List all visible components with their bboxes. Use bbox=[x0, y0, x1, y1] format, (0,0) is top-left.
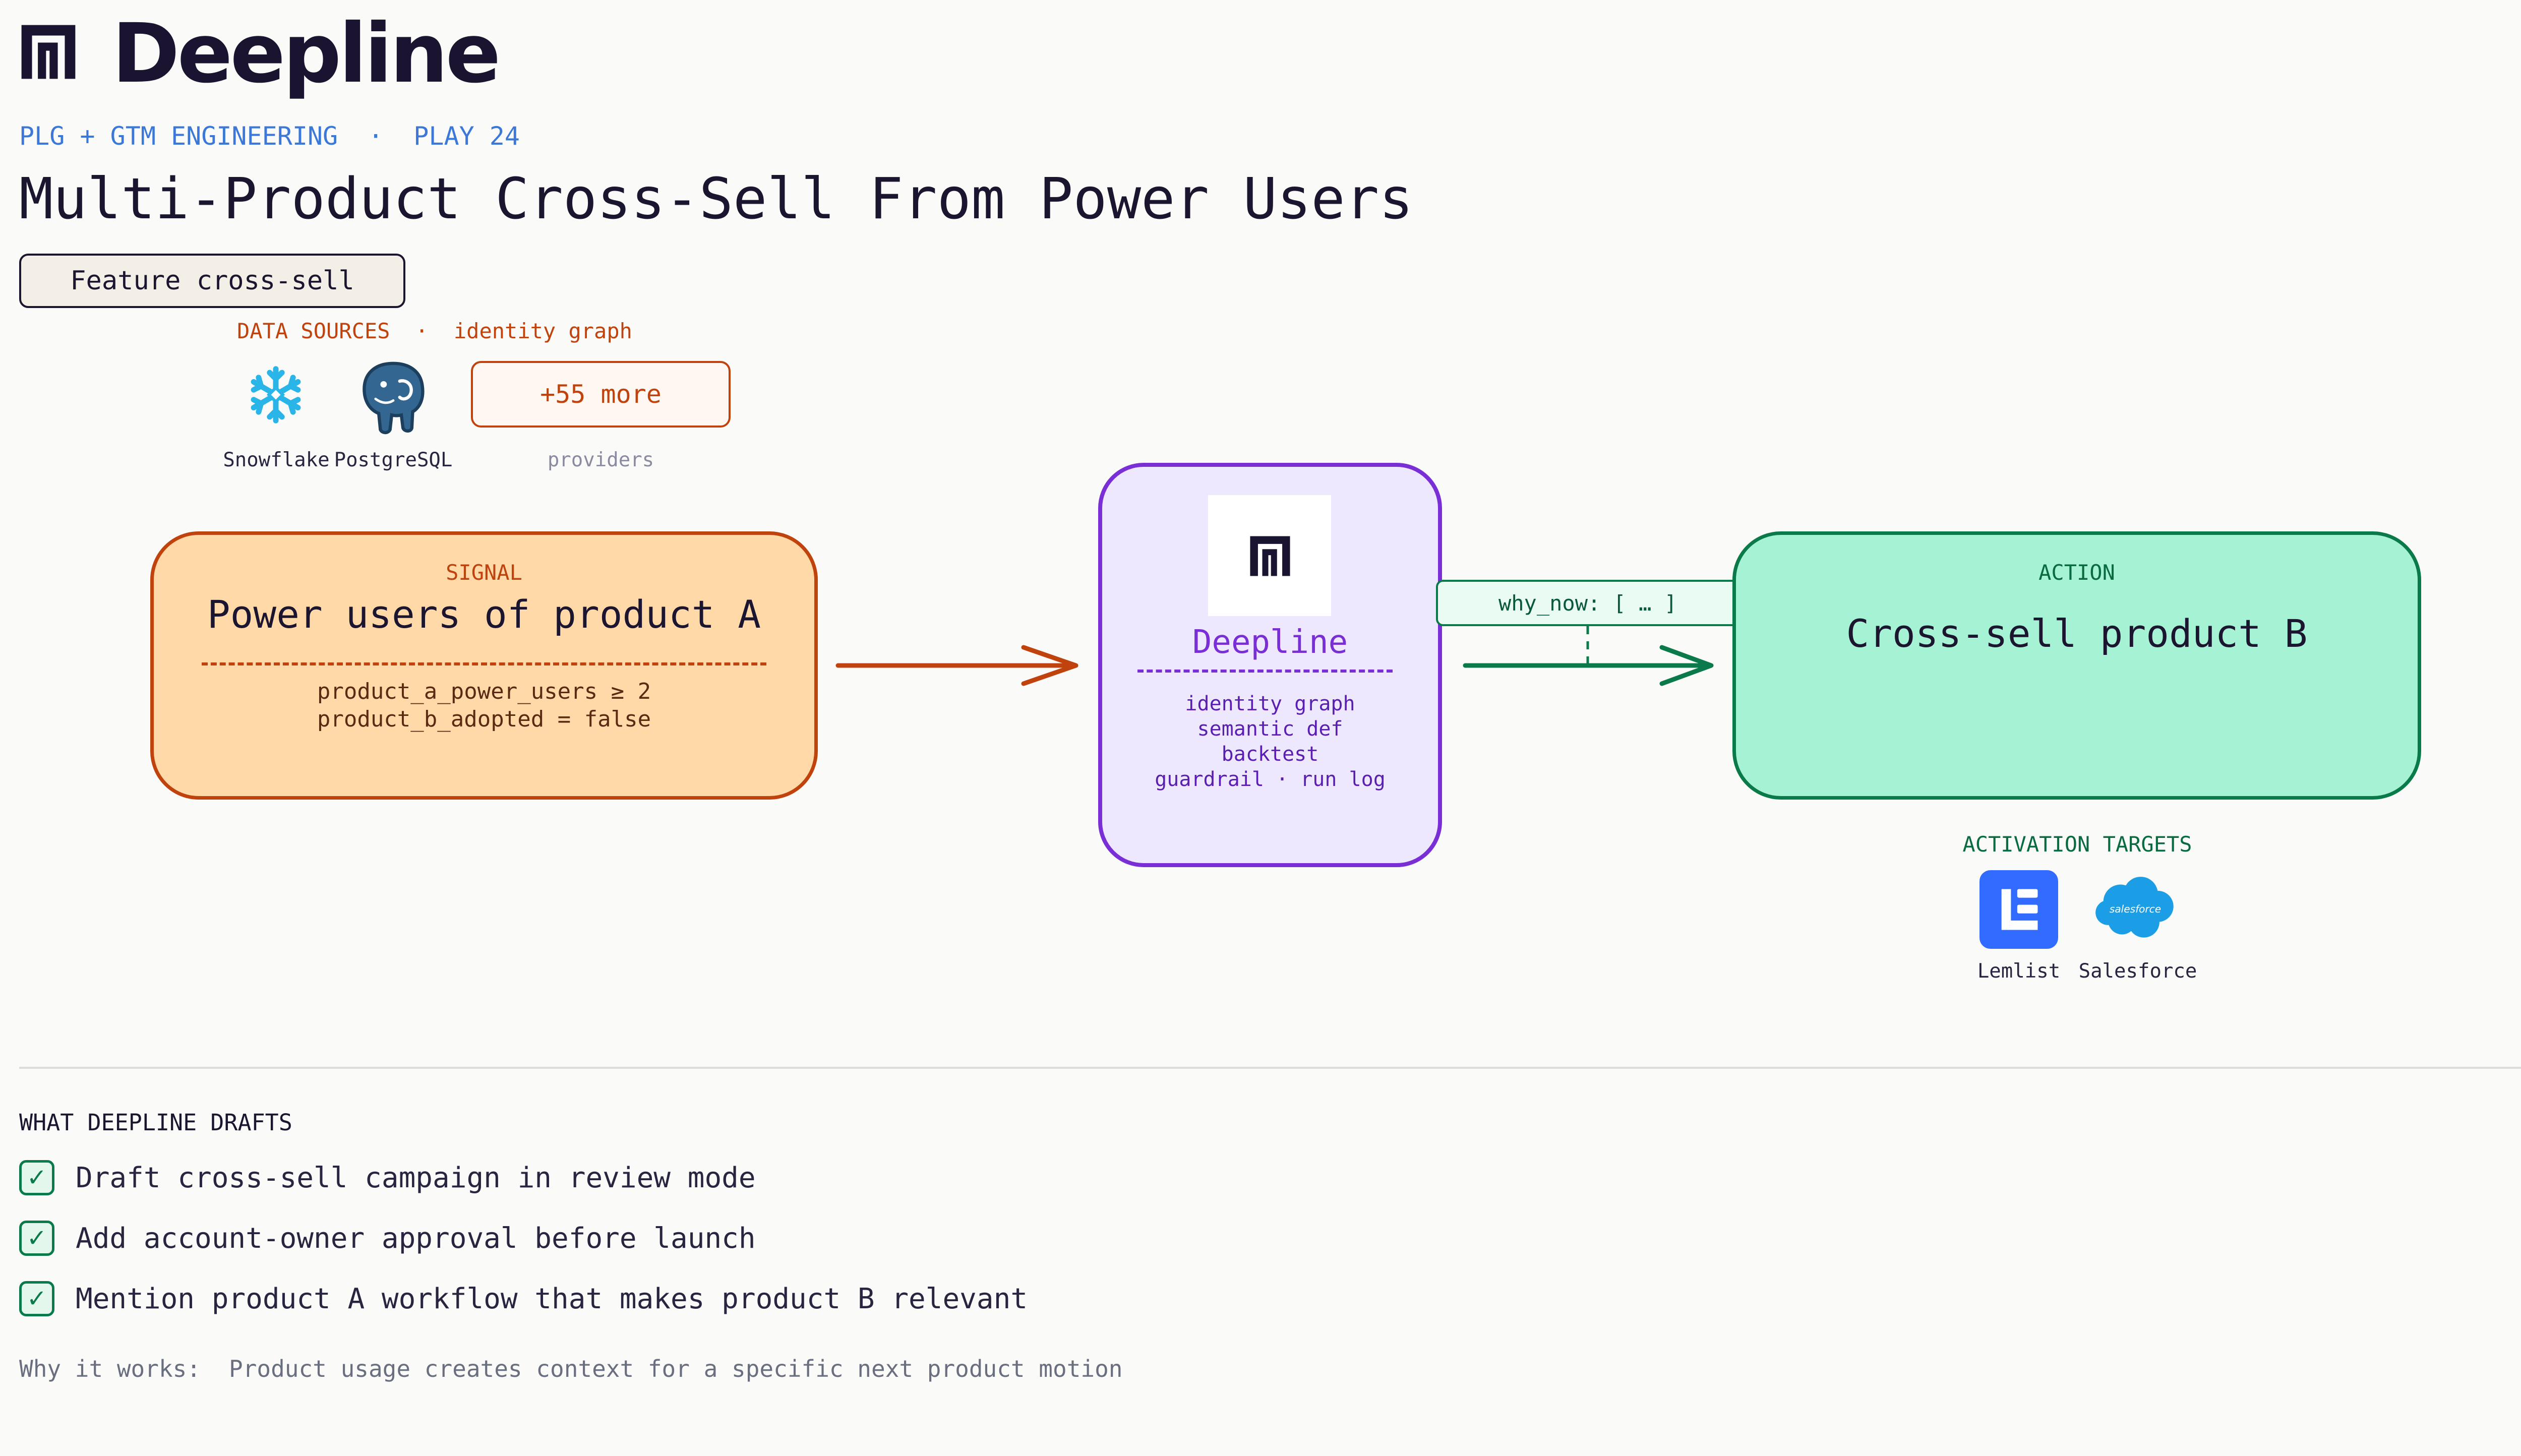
salesforce-caption: Salesforce bbox=[2078, 960, 2197, 983]
why-it-works-note: Why it works: Product usage creates conte… bbox=[19, 1355, 1122, 1383]
data-sources-title: DATA SOURCES bbox=[237, 319, 390, 343]
draft-item: ✓ Draft cross-sell campaign in review mo… bbox=[19, 1158, 756, 1198]
signal-condition: product_a_power_users ≥ 2 bbox=[317, 679, 651, 704]
checkbox-checked-icon[interactable]: ✓ bbox=[19, 1281, 54, 1316]
capability-item: identity graph bbox=[1185, 692, 1355, 715]
deepline-node-title: Deepline bbox=[1192, 624, 1348, 661]
postgresql-caption: PostgreSQL bbox=[334, 449, 453, 471]
signal-to-deepline-arrow bbox=[835, 645, 1078, 686]
deepline-logo-tile bbox=[1208, 495, 1331, 616]
capability-item: semantic def bbox=[1197, 717, 1343, 741]
deepline-logo-icon bbox=[1250, 536, 1290, 576]
page-title: Multi-Product Cross-Sell From Power User… bbox=[19, 166, 1413, 232]
draft-item-text: Draft cross-sell campaign in review mode bbox=[76, 1161, 756, 1194]
lemlist-icon[interactable] bbox=[1979, 870, 2058, 949]
section-divider bbox=[19, 1067, 2521, 1069]
snowflake-icon bbox=[251, 366, 301, 423]
signal-title: Power users of product A bbox=[207, 592, 761, 637]
drafts-section-label: WHAT DEEPLINE DRAFTS bbox=[19, 1109, 292, 1136]
deepline-engine-node[interactable]: Deepline identity graph semantic def bac… bbox=[1098, 463, 1442, 867]
activation-targets-label: ACTIVATION TARGETS bbox=[1962, 832, 2192, 857]
eyebrow-category: PLG + GTM ENGINEERING bbox=[19, 122, 338, 151]
action-tag: ACTION bbox=[2038, 560, 2115, 585]
checkbox-checked-icon[interactable]: ✓ bbox=[19, 1160, 54, 1195]
why-it-works-text: Product usage creates context for a spec… bbox=[229, 1355, 1123, 1382]
lemlist-caption: Lemlist bbox=[1977, 960, 2061, 983]
deepline-divider bbox=[1137, 670, 1393, 673]
draft-item-text: Add account-owner approval before launch bbox=[76, 1222, 756, 1255]
play-eyebrow: PLG + GTM ENGINEERING · PLAY 24 bbox=[19, 121, 520, 151]
signal-tag: SIGNAL bbox=[446, 560, 522, 585]
eyebrow-separator: · bbox=[368, 122, 384, 151]
draft-item: ✓ Add account-owner approval before laun… bbox=[19, 1218, 756, 1258]
providers-caption: providers bbox=[547, 449, 654, 471]
snowflake-caption: Snowflake bbox=[223, 449, 330, 471]
capability-item: backtest bbox=[1221, 743, 1319, 766]
deepline-logo-icon bbox=[21, 25, 76, 79]
eyebrow-play-number: PLAY 24 bbox=[413, 122, 520, 151]
data-sources-label: DATA SOURCES · identity graph bbox=[237, 319, 632, 344]
checkbox-checked-icon[interactable]: ✓ bbox=[19, 1221, 54, 1256]
salesforce-logo-text: salesforce bbox=[2110, 903, 2161, 915]
signal-divider bbox=[202, 662, 766, 665]
action-title: Cross-sell product B bbox=[1846, 611, 2308, 656]
data-sources-separator: · bbox=[415, 319, 429, 343]
postgresql-elephant-icon bbox=[363, 361, 425, 435]
brand-name: Deepline bbox=[112, 7, 501, 101]
action-node[interactable]: ACTION Cross-sell product B bbox=[1732, 531, 2421, 800]
signal-node[interactable]: SIGNAL Power users of product A product_… bbox=[150, 531, 818, 800]
data-sources-sublabel: identity graph bbox=[453, 319, 632, 343]
capability-item: guardrail · run log bbox=[1155, 768, 1386, 791]
why-now-tag[interactable]: why_now: [ … ] bbox=[1436, 580, 1739, 626]
salesforce-cloud-icon[interactable]: salesforce bbox=[2092, 870, 2178, 949]
draft-item: ✓ Mention product A workflow that makes … bbox=[19, 1279, 1028, 1319]
why-it-works-label: Why it works: bbox=[19, 1355, 201, 1382]
more-providers-button[interactable]: +55 more bbox=[471, 361, 731, 428]
draft-item-text: Mention product A workflow that makes pr… bbox=[76, 1282, 1028, 1315]
signal-condition: product_b_adopted = false bbox=[317, 706, 651, 732]
deepline-to-action-arrow bbox=[1463, 626, 1714, 686]
play-type-chip[interactable]: Feature cross-sell bbox=[19, 254, 405, 308]
